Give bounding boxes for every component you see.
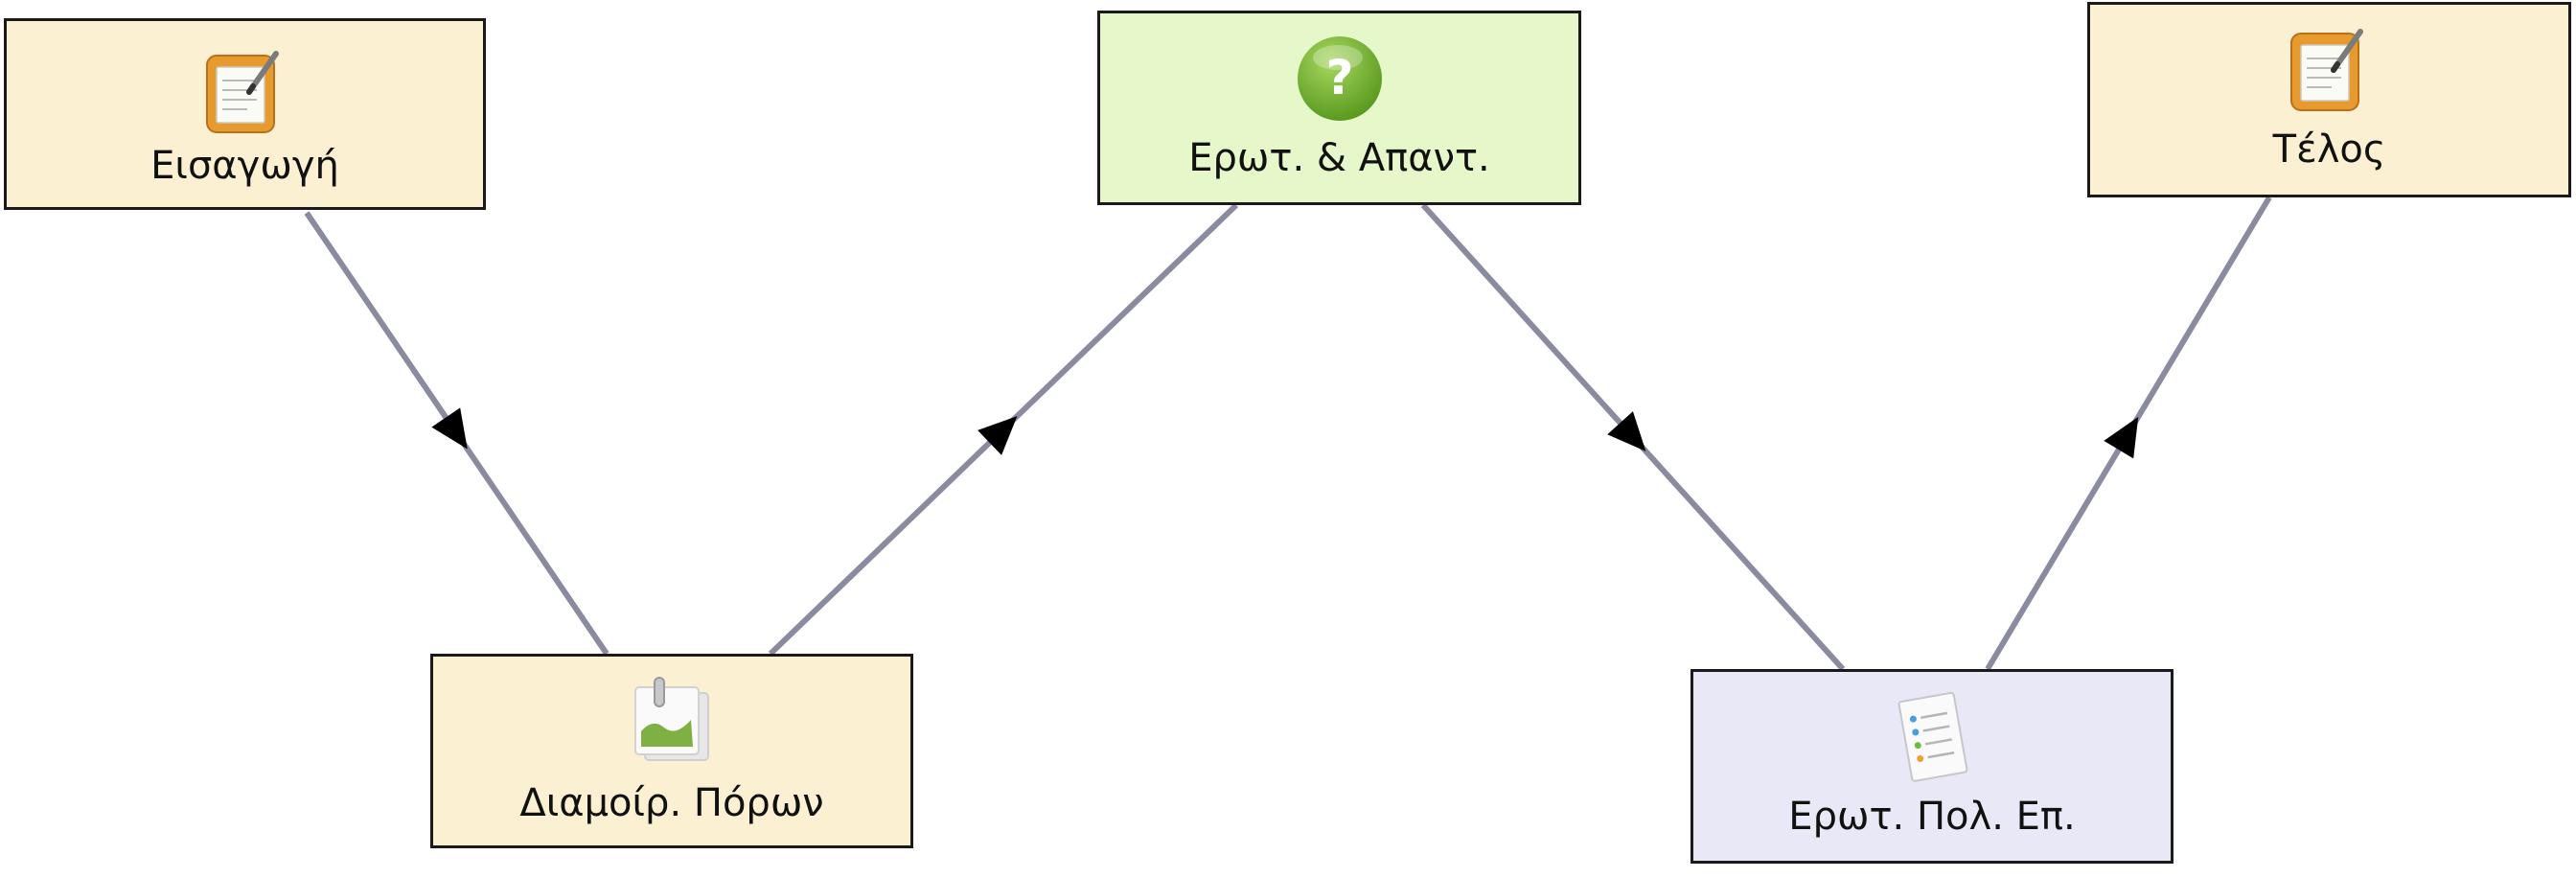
activity-node-end[interactable]: Τέλος — [2087, 2, 2571, 197]
question-icon: ? — [1297, 36, 1382, 121]
node-label: Εισαγωγή — [150, 144, 339, 188]
activity-node-qa[interactable]: ? Ερωτ. & Απαντ. — [1097, 11, 1581, 205]
arrowhead-qa-to-mcq — [1607, 411, 1646, 451]
node-label: Διαμοίρ. Πόρων — [519, 781, 824, 825]
arrowhead-intro-to-share — [431, 407, 468, 450]
svg-text:?: ? — [1325, 50, 1353, 105]
image-resource-icon — [634, 677, 709, 761]
arrowhead-share-to-qa — [978, 416, 1018, 455]
list-document-icon — [1898, 691, 1968, 782]
clipboard-icon — [2289, 29, 2363, 111]
activity-node-multiple-choice[interactable]: Ερωτ. Πολ. Επ. — [1690, 669, 2174, 864]
node-label: Ερωτ. & Απαντ. — [1188, 136, 1490, 180]
node-label: Ερωτ. Πολ. Επ. — [1788, 795, 2076, 839]
clipboard-icon — [205, 51, 279, 133]
arrowhead-mcq-to-end — [2104, 416, 2139, 459]
activity-node-share-resources[interactable]: Διαμοίρ. Πόρων — [430, 654, 913, 848]
activity-node-intro[interactable]: Εισαγωγή — [4, 18, 486, 210]
node-label: Τέλος — [2272, 127, 2386, 172]
